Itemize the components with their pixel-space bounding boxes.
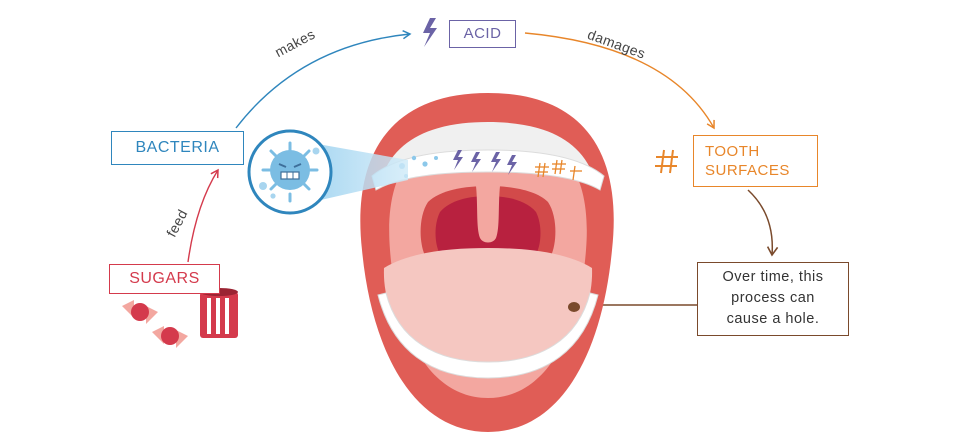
note-line-3: cause a hole. [726, 311, 820, 327]
arrow-damages [524, 32, 715, 130]
note-box: Over time, this process can cause a hole… [697, 262, 849, 336]
candy-icon [122, 300, 188, 348]
soda-can-icon [200, 288, 238, 338]
bacteria-magnifier [247, 129, 408, 215]
arrow-to-note [747, 189, 779, 257]
tongue [383, 248, 593, 368]
uvula [476, 186, 500, 243]
germ-icon [259, 141, 320, 203]
node-acid: ACID [449, 20, 516, 48]
mouth-illustration [360, 93, 614, 432]
node-sugars: SUGARS [109, 264, 220, 294]
arrow-makes [235, 30, 412, 129]
hash-damage-icon [655, 149, 678, 174]
upper-teeth [371, 149, 605, 191]
note-line-1: Over time, this [722, 269, 824, 285]
note-line-2: process can [731, 290, 815, 306]
lightning-bolt-icon [423, 18, 437, 47]
node-tooth-line-2: SURFACES [705, 162, 790, 179]
node-bacteria: BACTERIA [111, 131, 244, 165]
node-tooth-line-1: TOOTH [705, 143, 760, 160]
node-tooth-surfaces: TOOTH SURFACES [693, 135, 818, 187]
lower-teeth [377, 292, 599, 379]
cavity-hole [568, 302, 580, 312]
arrow-feed [187, 168, 219, 263]
